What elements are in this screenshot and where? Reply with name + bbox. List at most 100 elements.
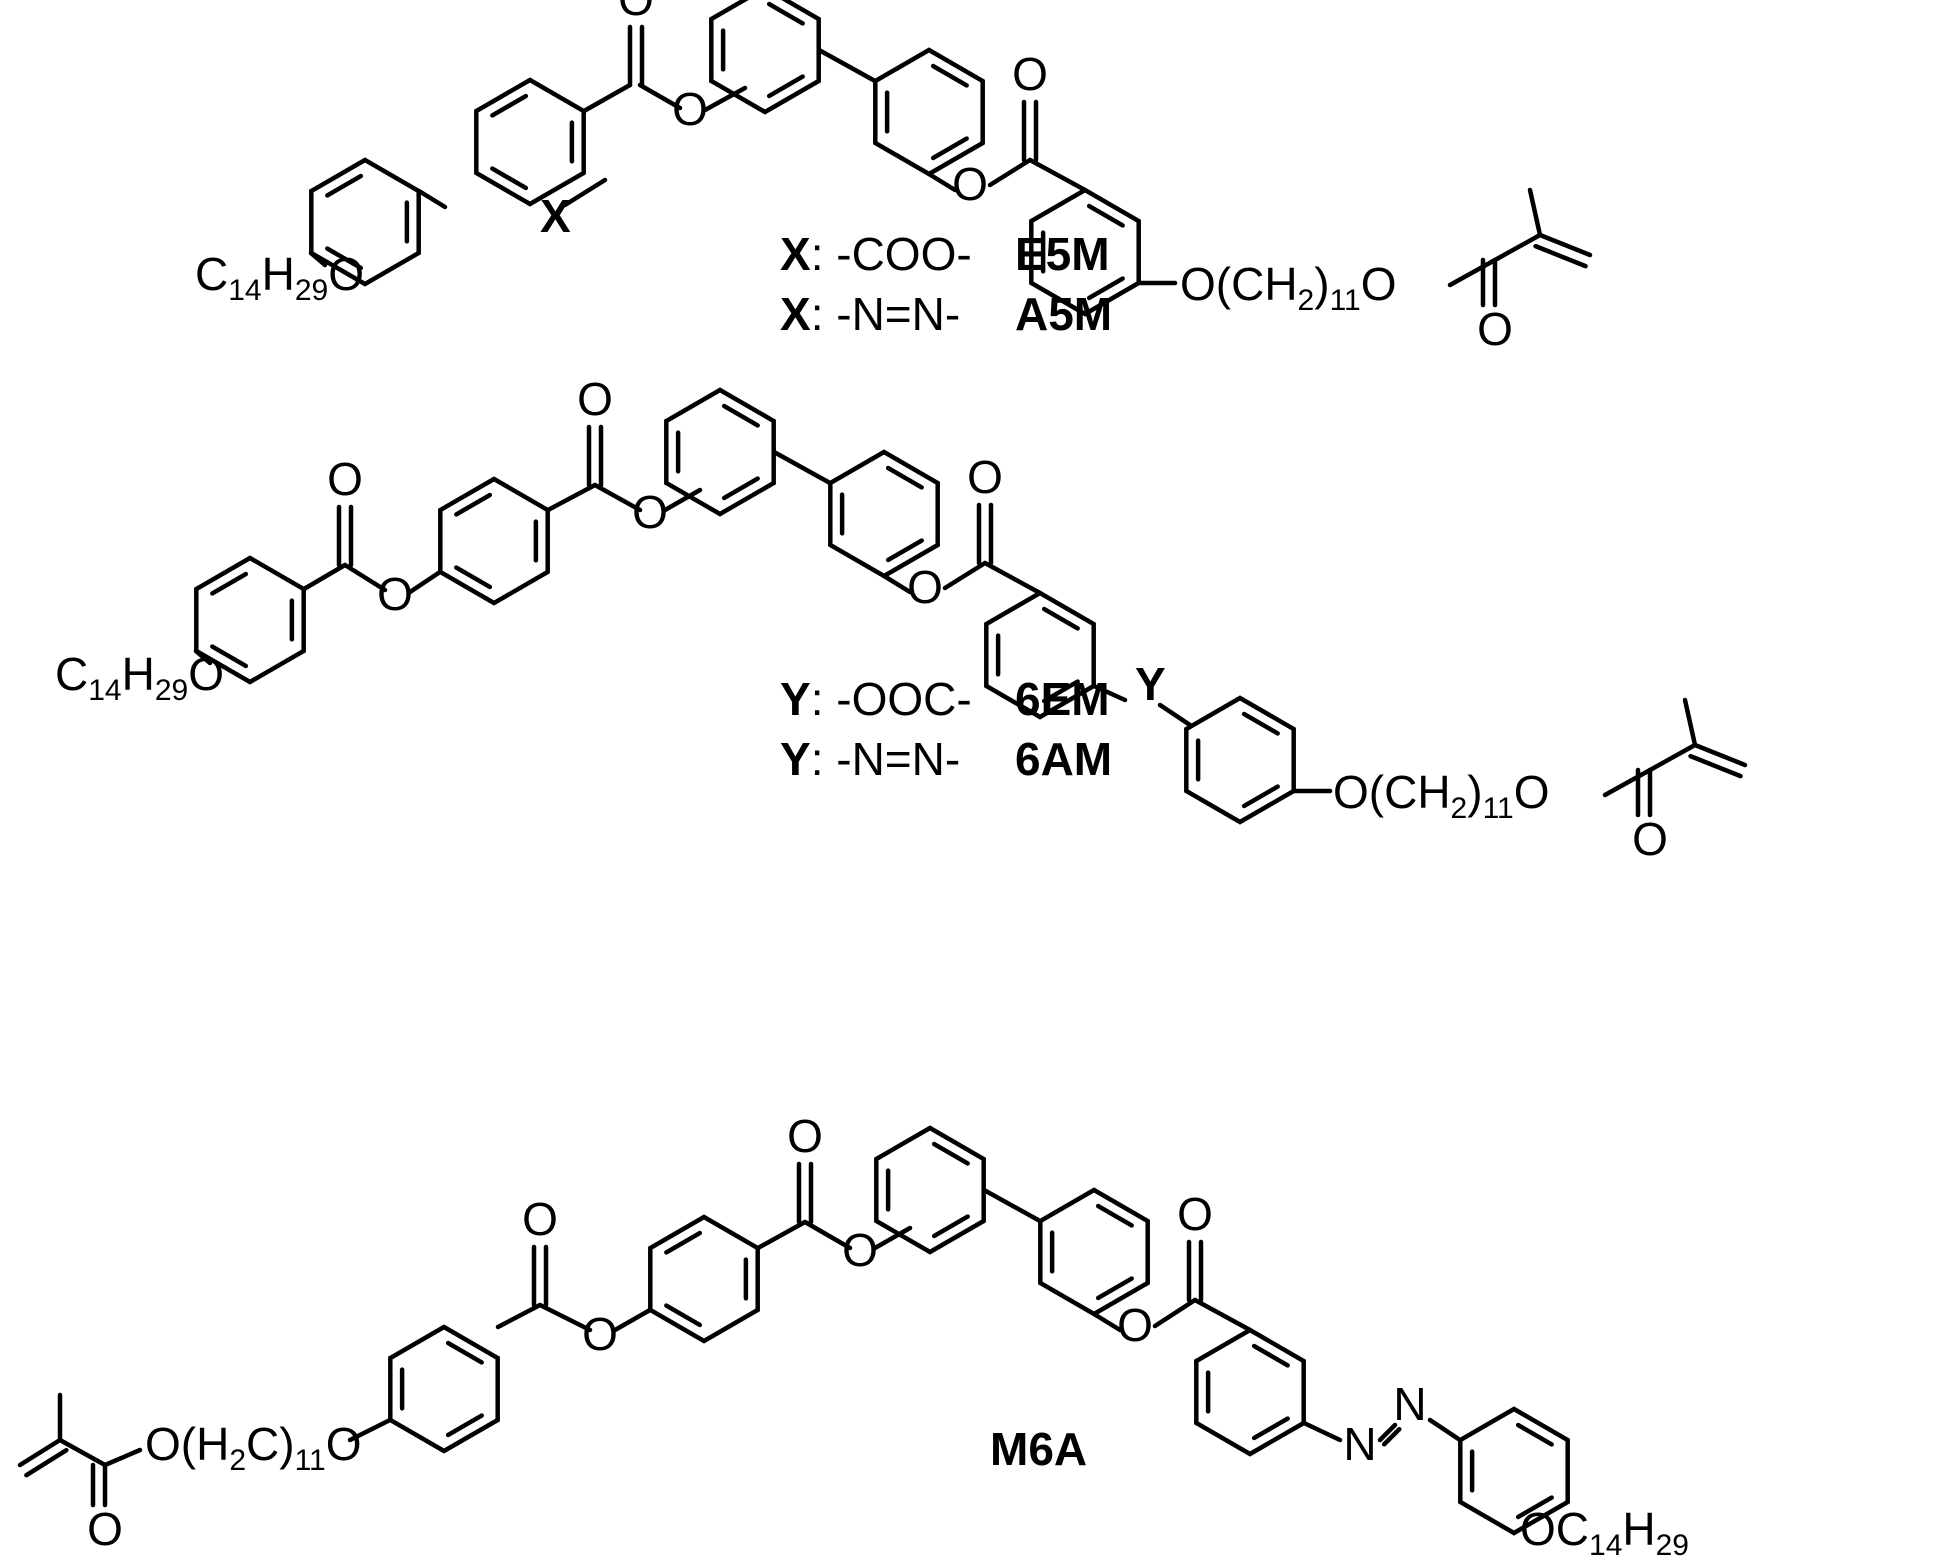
bond: [445, 1413, 484, 1438]
bond: [702, 85, 748, 113]
bond: [325, 246, 364, 271]
bond: [816, 47, 878, 84]
bond: [1533, 243, 1588, 269]
linker-x: X: [540, 190, 571, 242]
azo-nitrogen: N: [1343, 1418, 1376, 1470]
bond: [1688, 753, 1743, 779]
bond: [771, 449, 833, 486]
carbonyl-oxygen: O: [967, 451, 1003, 503]
bond: [1692, 742, 1748, 768]
bond: [637, 82, 683, 111]
text-part: 29: [295, 274, 328, 307]
ester-oxygen: O: [907, 561, 943, 613]
text-part: 29: [1656, 1529, 1689, 1559]
text-part: -N=N-: [823, 733, 960, 785]
text-part: (CH: [1216, 258, 1298, 310]
benzene-ring: [874, 1125, 986, 1255]
bond: [872, 1225, 913, 1251]
text-part: Y: [1135, 658, 1166, 710]
ester-oxygen: O: [377, 568, 413, 620]
bond: [407, 569, 443, 595]
bond: [1086, 203, 1125, 228]
bond: [1527, 187, 1543, 238]
bond: [1095, 1203, 1134, 1228]
bond: [416, 188, 448, 210]
tail-c14h29o: C14H29O: [55, 648, 224, 707]
bond: [490, 93, 529, 118]
bond: [581, 82, 633, 114]
carbonyl-oxygen: O: [787, 1110, 823, 1162]
bond: [537, 1302, 593, 1333]
bond: [1251, 1343, 1290, 1368]
bond: [301, 562, 348, 592]
bond: [721, 476, 760, 501]
text-part: 6AM: [1015, 733, 1112, 785]
text-part: ): [1314, 258, 1329, 310]
text-part: X: [780, 288, 811, 340]
bond: [926, 171, 958, 193]
text-part: :: [811, 228, 824, 280]
bond: [930, 136, 969, 161]
text-part: A5M: [1015, 288, 1112, 340]
benzene-ring: [1184, 695, 1296, 825]
text-part: O: [1514, 766, 1550, 818]
text-part: 11: [1330, 284, 1361, 317]
text-part: X: [540, 190, 571, 242]
bond: [1041, 606, 1080, 631]
tail-oc14h29: OC14H29: [1520, 1503, 1689, 1559]
text-part: 2: [1298, 284, 1315, 317]
bond: [102, 1447, 143, 1468]
bond: [664, 1303, 703, 1328]
bond: [930, 63, 969, 88]
bond: [931, 1141, 970, 1166]
bond: [454, 565, 493, 590]
benzene-ring: [474, 77, 586, 207]
bond: [342, 562, 388, 593]
bond: [1381, 1426, 1402, 1447]
bond: [1515, 1495, 1554, 1520]
text-part: X: [780, 228, 811, 280]
ester-oxygen: O: [672, 83, 708, 135]
bond: [1682, 697, 1698, 748]
text-part: ): [1467, 766, 1482, 818]
bond: [210, 571, 249, 596]
bond: [210, 644, 249, 669]
text-part: O: [326, 1418, 362, 1470]
bond: [545, 482, 598, 513]
carbonyl-oxygen: O: [577, 373, 613, 425]
carbonyl-oxygen: O: [1012, 48, 1048, 100]
text-part: 2: [1451, 792, 1468, 825]
azo-nitrogen: N: [1393, 1378, 1426, 1430]
bond: [881, 573, 913, 595]
bond: [982, 560, 1043, 596]
bond: [1251, 1416, 1290, 1441]
bond: [721, 403, 760, 428]
bond: [193, 648, 213, 666]
bond: [755, 1219, 808, 1251]
ester-oxygen: O: [1117, 1299, 1153, 1351]
bond: [1447, 257, 1498, 288]
bond: [347, 1417, 393, 1443]
carbonyl-oxygen: O: [1477, 303, 1513, 355]
variant-1-name: A5M: [1015, 288, 1112, 340]
variant-1-name: 6AM: [1015, 733, 1112, 785]
bond: [1152, 1297, 1198, 1329]
bond: [1537, 232, 1593, 258]
text-part: C: [55, 648, 88, 700]
text-part: 2: [229, 1444, 246, 1477]
bond: [612, 1307, 653, 1333]
bond: [1515, 1422, 1554, 1447]
variant-0-name: E5M: [1015, 228, 1110, 280]
text-part: H: [122, 648, 155, 700]
bond: [562, 177, 608, 208]
bond: [1602, 767, 1653, 798]
bond: [766, 1, 805, 26]
bond: [1091, 1311, 1123, 1333]
text-part: O: [188, 648, 224, 700]
text-part: E5M: [1015, 228, 1110, 280]
benzene-ring: [438, 476, 550, 606]
text-part: 11: [1483, 792, 1514, 825]
text-part: :: [811, 288, 824, 340]
